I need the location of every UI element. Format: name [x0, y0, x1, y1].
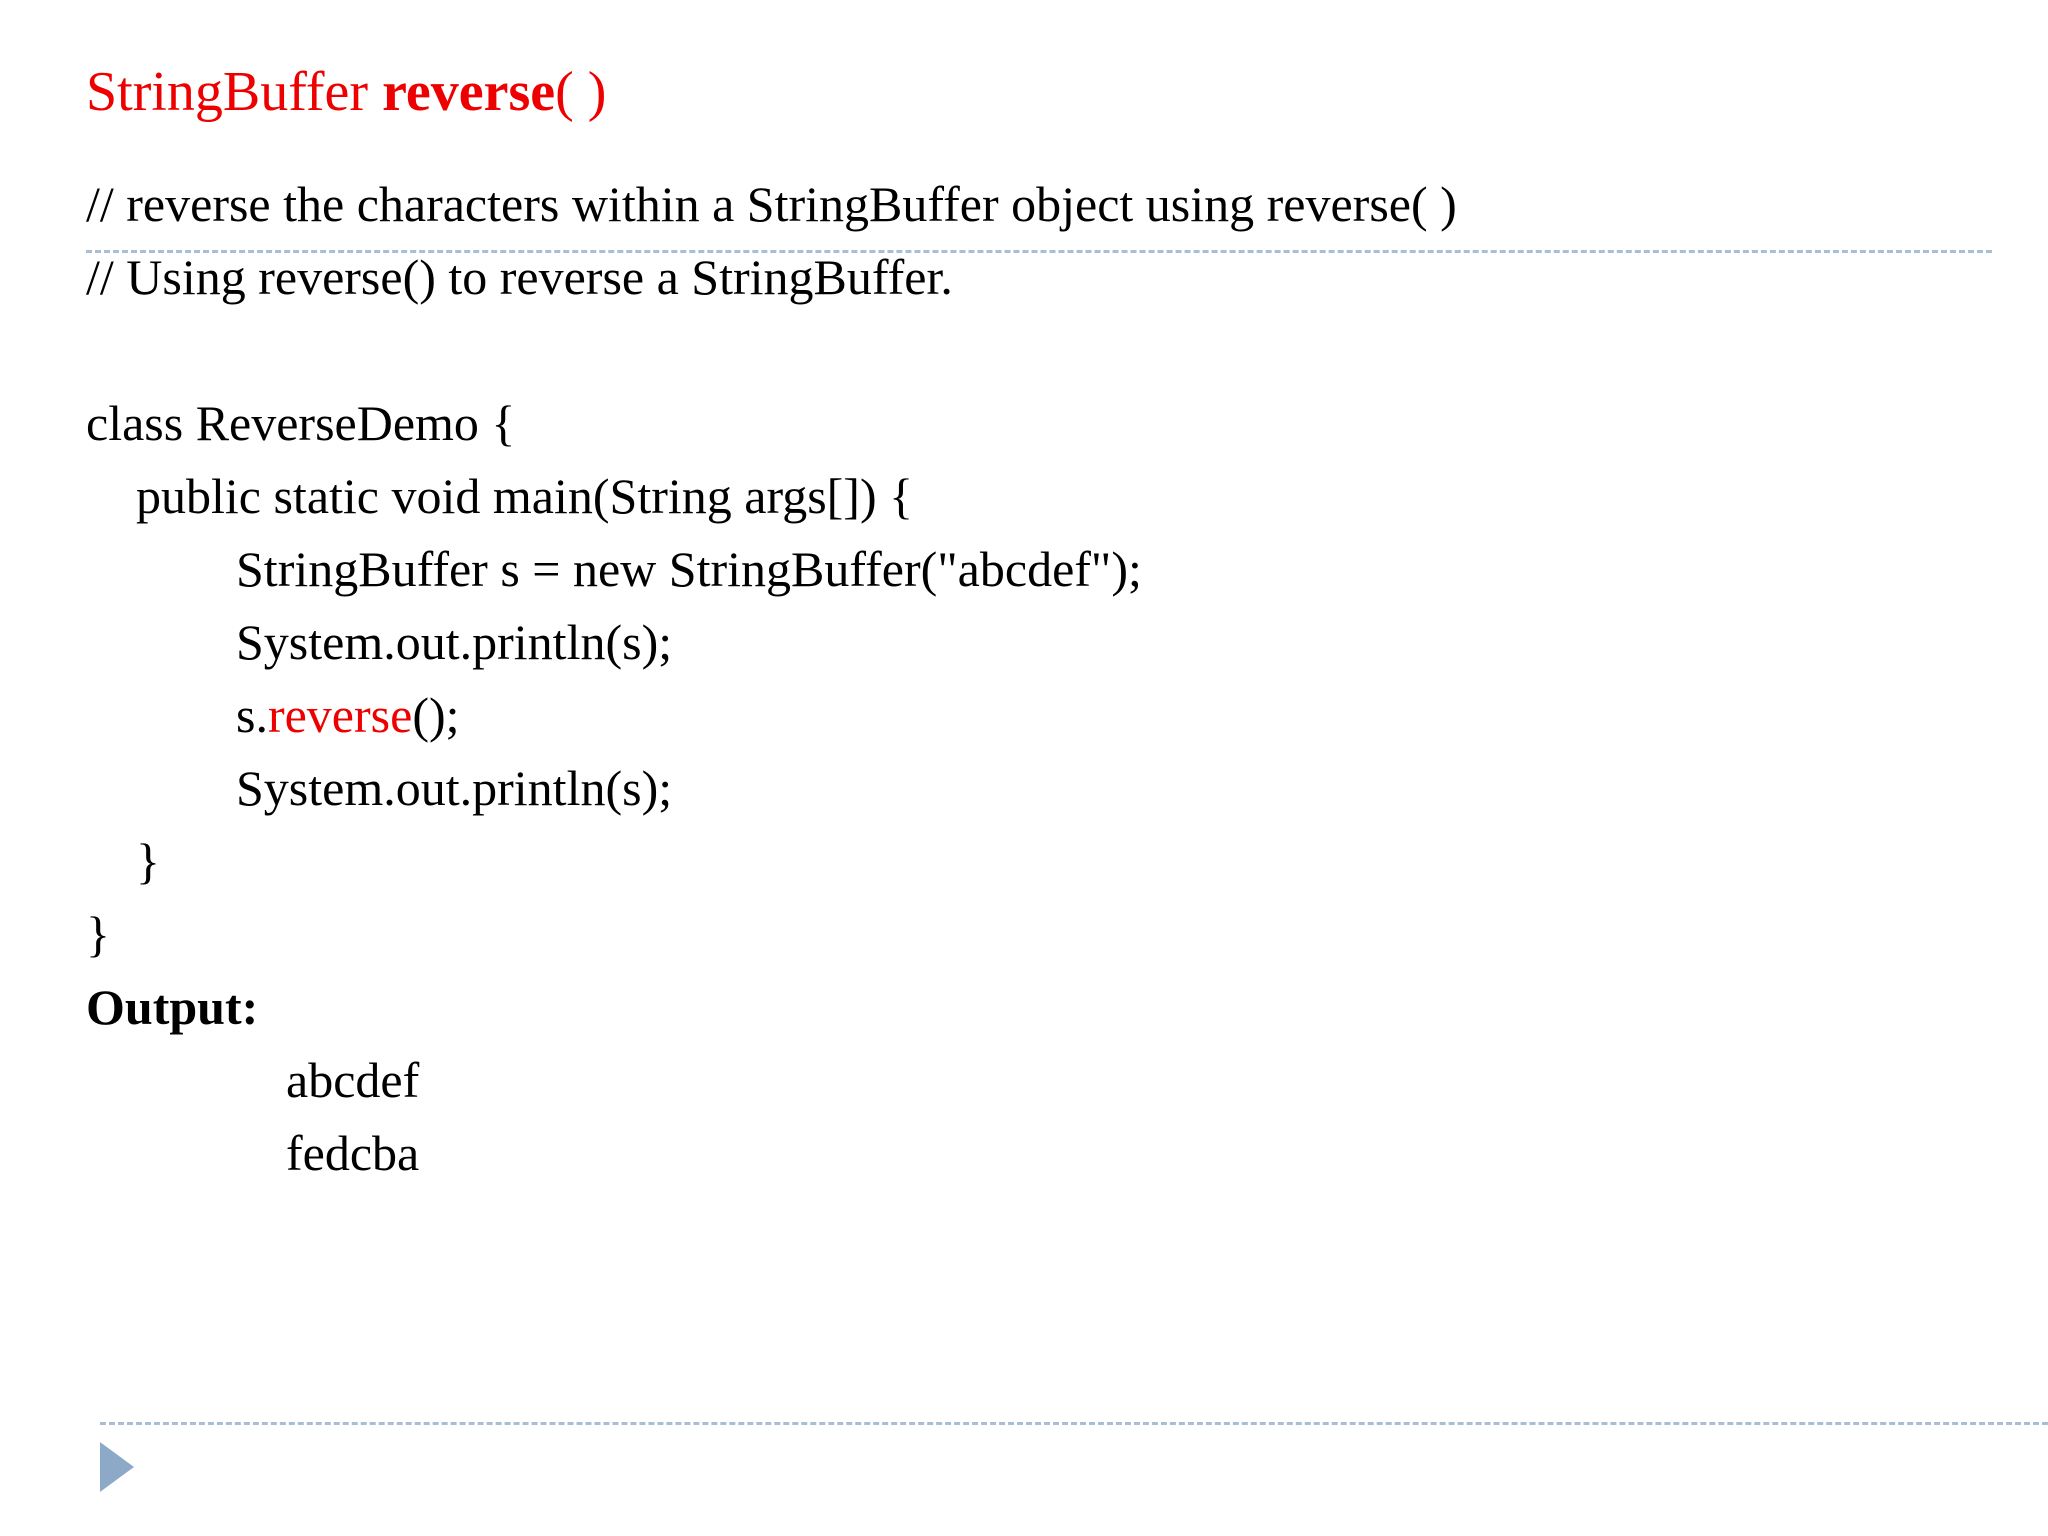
output-line-2: fedcba	[86, 1125, 420, 1181]
content-body: // reverse the characters within a Strin…	[86, 168, 1986, 1190]
comment-line-2: // Using reverse() to reverse a StringBu…	[86, 249, 953, 305]
output-label: Output:	[86, 979, 259, 1035]
comment-line-1: // reverse the characters within a Strin…	[86, 176, 1457, 232]
spacer-line	[86, 314, 1986, 387]
code-line-reverse-call: s.reverse();	[86, 679, 1986, 752]
code-line-println-before: System.out.println(s);	[86, 614, 673, 670]
code-line-close-main: }	[86, 833, 160, 889]
page-title-suffix: ( )	[555, 61, 607, 123]
play-triangle-icon	[100, 1442, 134, 1492]
output-line-1: abcdef	[86, 1052, 420, 1108]
page-title: StringBuffer reverse( )	[86, 62, 606, 122]
page-title-prefix: StringBuffer	[86, 61, 383, 123]
code-line-println-after: System.out.println(s);	[86, 760, 673, 816]
page-title-emphasis: reverse	[382, 61, 556, 123]
code-line-class-decl: class ReverseDemo {	[86, 395, 516, 451]
bottom-divider	[100, 1422, 2048, 1425]
code-reverse-prefix: s.	[86, 687, 268, 743]
code-reverse-tail: ();	[412, 687, 460, 743]
code-reverse-method: reverse	[267, 687, 413, 743]
top-divider	[86, 250, 1992, 253]
code-line-close-class: }	[86, 906, 110, 962]
code-line-main-decl: public static void main(String args[]) {	[86, 468, 914, 524]
code-line-stringbuffer-init: StringBuffer s = new StringBuffer("abcde…	[86, 541, 1142, 597]
